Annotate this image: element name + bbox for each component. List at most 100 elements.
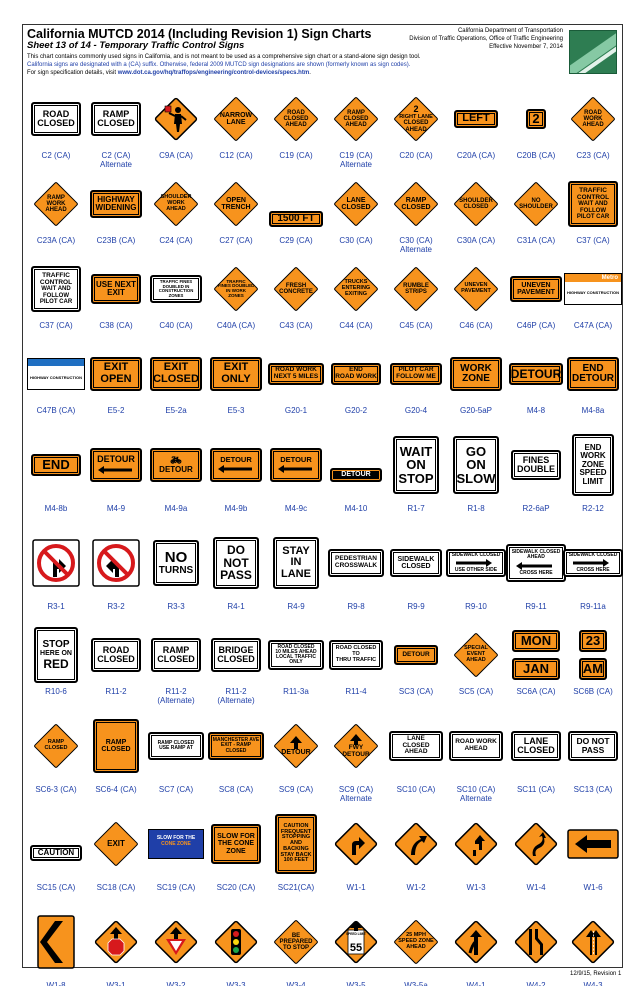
sign-code-label: C9A (CA) bbox=[146, 151, 206, 160]
sign-code: C27 (CA) bbox=[219, 236, 253, 245]
end-sign: END bbox=[31, 454, 81, 476]
sign-code: R3-3 bbox=[167, 602, 185, 611]
sign-cell: R3-2 bbox=[86, 526, 146, 624]
spec-link[interactable]: www.dot.ca.gov/hq/traffops/engineering/c… bbox=[117, 70, 310, 76]
sign-text-line: PAVEMENT bbox=[517, 289, 555, 296]
sign-text-line: TRENCH bbox=[221, 204, 251, 211]
sign-code-label: SC20 (CA) bbox=[206, 883, 266, 892]
sign-code: W3-5 bbox=[346, 981, 366, 986]
sign-code: R1-7 bbox=[407, 504, 425, 513]
sign-text-line: NOT bbox=[223, 555, 249, 570]
sign-code: SC6A (CA) bbox=[516, 687, 556, 696]
sign-code: SC6-3 (CA) bbox=[35, 785, 77, 794]
sign-code-label: SC10 (CA) bbox=[386, 785, 446, 794]
sign-cell: C9A (CA) bbox=[146, 88, 206, 173]
sign-text-line: USE OTHER SIDE bbox=[454, 566, 498, 573]
sign-text-line: ROAD WORK bbox=[335, 373, 377, 380]
sign-text-line: STAY BACK bbox=[280, 851, 312, 858]
sign-text-line: STOPPING bbox=[281, 834, 311, 841]
sign-text-line: RAMP bbox=[405, 196, 427, 204]
sign-text-line: DETOUR bbox=[280, 455, 312, 465]
sign-text-line: PAVEMENT bbox=[461, 288, 491, 294]
sign-text-line: TRUCKS bbox=[344, 279, 368, 286]
sign-text-line: CAUTION bbox=[283, 822, 309, 829]
sign-code: C30 (CA) bbox=[399, 236, 433, 245]
sign-code: W3-2 bbox=[166, 981, 186, 986]
sign-text-line: RAMP bbox=[347, 109, 365, 116]
sign-text-line: TRAFFIC bbox=[226, 278, 246, 284]
sign-text-line: CONTROL bbox=[39, 278, 73, 286]
sign-text-line: EVENT bbox=[466, 651, 486, 658]
sign-text-line: RAMP bbox=[47, 739, 65, 746]
sign-text-line: CLOSED bbox=[157, 654, 195, 664]
sign-text-line: DETOUR bbox=[510, 366, 562, 381]
ampm-plaque: AM bbox=[579, 658, 607, 680]
sign-code-label: C20 (CA) bbox=[386, 151, 446, 160]
sign-image bbox=[206, 905, 266, 979]
sign-image: DETOUR bbox=[86, 428, 146, 502]
sign-code: R11-3a bbox=[283, 687, 309, 696]
sign-code-label: C19 (CA)Alternate bbox=[326, 151, 386, 169]
sign-code: SC18 (CA) bbox=[96, 883, 136, 892]
sign-code-label: R9-10 bbox=[446, 602, 506, 611]
sign-code-label: C37 (CA) bbox=[563, 236, 623, 245]
sign-code: R11-2 bbox=[105, 687, 127, 696]
sign-code: R11-2 bbox=[225, 687, 247, 696]
sign-text-line: TURNS bbox=[158, 564, 194, 576]
sign-code-label: W1-6 bbox=[563, 883, 623, 892]
sign-text-line: IN WORK bbox=[226, 288, 246, 293]
caltrans-logo bbox=[569, 30, 617, 74]
sign-text-line: END bbox=[42, 457, 70, 473]
sign-text-line: OPEN bbox=[100, 373, 132, 385]
sign-text-line: DETOUR bbox=[281, 749, 311, 757]
sign-code-label: R9-9 bbox=[386, 602, 446, 611]
sign-code: E5-2a bbox=[165, 406, 187, 415]
sign-code-label: SC6-3 (CA) bbox=[26, 785, 86, 794]
sign-code: R3-1 bbox=[47, 602, 65, 611]
sign-image: CAUTION bbox=[26, 807, 86, 881]
sign-code: C38 (CA) bbox=[99, 321, 133, 330]
sign-code-label: C23 (CA) bbox=[563, 151, 623, 160]
sign-text-line: CLOSED bbox=[217, 654, 255, 664]
sign-text-line: DETOUR bbox=[220, 455, 252, 465]
sign-code: W4-2 bbox=[526, 981, 546, 986]
sign-code-label: R1-7 bbox=[386, 504, 446, 513]
sign-code-label: M4-8a bbox=[563, 406, 623, 415]
sign-text-line: 2 bbox=[532, 111, 540, 127]
sign-cell: R3-1 bbox=[26, 526, 86, 624]
sign-text-line: DETOUR bbox=[97, 454, 135, 465]
sign-code: C9A (CA) bbox=[159, 151, 193, 160]
sign-code-label: G20-5aP bbox=[446, 406, 506, 415]
